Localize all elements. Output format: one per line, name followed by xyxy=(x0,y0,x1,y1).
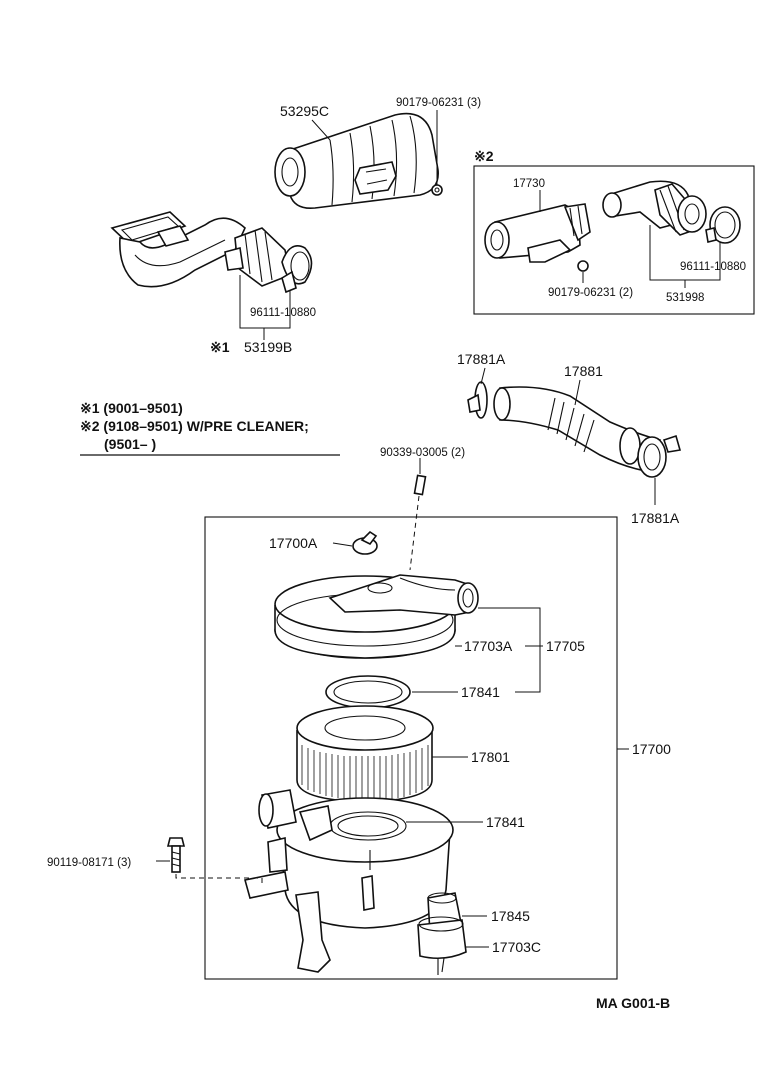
label-53199B: 53199B xyxy=(244,339,292,355)
label-90339-03005: 90339-03005 (2) xyxy=(380,447,465,459)
label-17881A-bottom: 17881A xyxy=(631,510,680,526)
bolt-90179-06231-top xyxy=(431,184,443,196)
label-17881A-top: 17881A xyxy=(457,351,506,367)
label-90119-08171: 90119-08171 (3) xyxy=(47,857,131,869)
leader-17705-bracket xyxy=(478,607,541,693)
leader-17881A-top xyxy=(480,367,486,385)
label-mark2: ※2 xyxy=(474,148,494,164)
label-17801: 17801 xyxy=(471,749,510,765)
leader-53199B-bracket xyxy=(239,275,291,329)
resonator-53295C xyxy=(274,112,439,210)
cap-17705 xyxy=(274,574,479,659)
legend-line-3: (9501– ) xyxy=(104,436,156,452)
label-96111-10880-right: 96111-10880 xyxy=(680,261,746,273)
figure-code: MA G001-B xyxy=(596,995,670,1011)
label-17700: 17700 xyxy=(632,741,671,757)
clip-90339-03005 xyxy=(413,474,427,496)
leader-90119-dashed xyxy=(175,874,263,884)
label-531998: 531998 xyxy=(666,292,704,304)
label-90179-06231-3: 90179-06231 (3) xyxy=(396,97,481,109)
hose-17881 xyxy=(467,381,682,478)
pre-cleaner-17730 xyxy=(484,203,591,272)
leader-53295C xyxy=(311,119,331,141)
bolt-90119-08171 xyxy=(166,837,186,873)
label-17703A: 17703A xyxy=(464,638,513,654)
label-17881: 17881 xyxy=(564,363,603,379)
lower-case xyxy=(243,789,454,973)
legend-line-2: ※2 (9108–9501) W/PRE CLEANER; xyxy=(80,418,309,434)
label-17841-upper: 17841 xyxy=(461,684,500,700)
air-cleaner-box xyxy=(204,516,618,980)
filter-element-17801 xyxy=(296,705,434,803)
label-17841-lower: 17841 xyxy=(486,814,525,830)
hose-531998 xyxy=(602,180,741,244)
gasket-17841-upper xyxy=(325,675,411,709)
leader-17700A xyxy=(332,542,353,547)
label-17703C: 17703C xyxy=(492,939,541,955)
label-90179-06231-2: 90179-06231 (2) xyxy=(548,287,633,299)
intake-duct-53199B xyxy=(110,211,313,294)
leader-17881 xyxy=(574,379,581,406)
label-96111-10880-left: 96111-10880 xyxy=(250,307,316,319)
leader-90339-dashed xyxy=(409,495,420,571)
valve-17700A xyxy=(352,530,378,555)
legend: ※1 (9001–9501) ※2 (9108–9501) W/PRE CLEA… xyxy=(80,400,340,456)
label-17705: 17705 xyxy=(546,638,585,654)
legend-line-1: ※1 (9001–9501) xyxy=(80,400,183,416)
label-mark1-53199B: ※1 xyxy=(210,339,230,355)
label-17845: 17845 xyxy=(491,908,530,924)
pre-cleaner-box xyxy=(473,165,755,315)
label-53295C: 53295C xyxy=(280,103,329,119)
valve-17845 xyxy=(417,892,467,975)
label-17700A: 17700A xyxy=(269,535,318,551)
label-17730: 17730 xyxy=(513,178,545,190)
